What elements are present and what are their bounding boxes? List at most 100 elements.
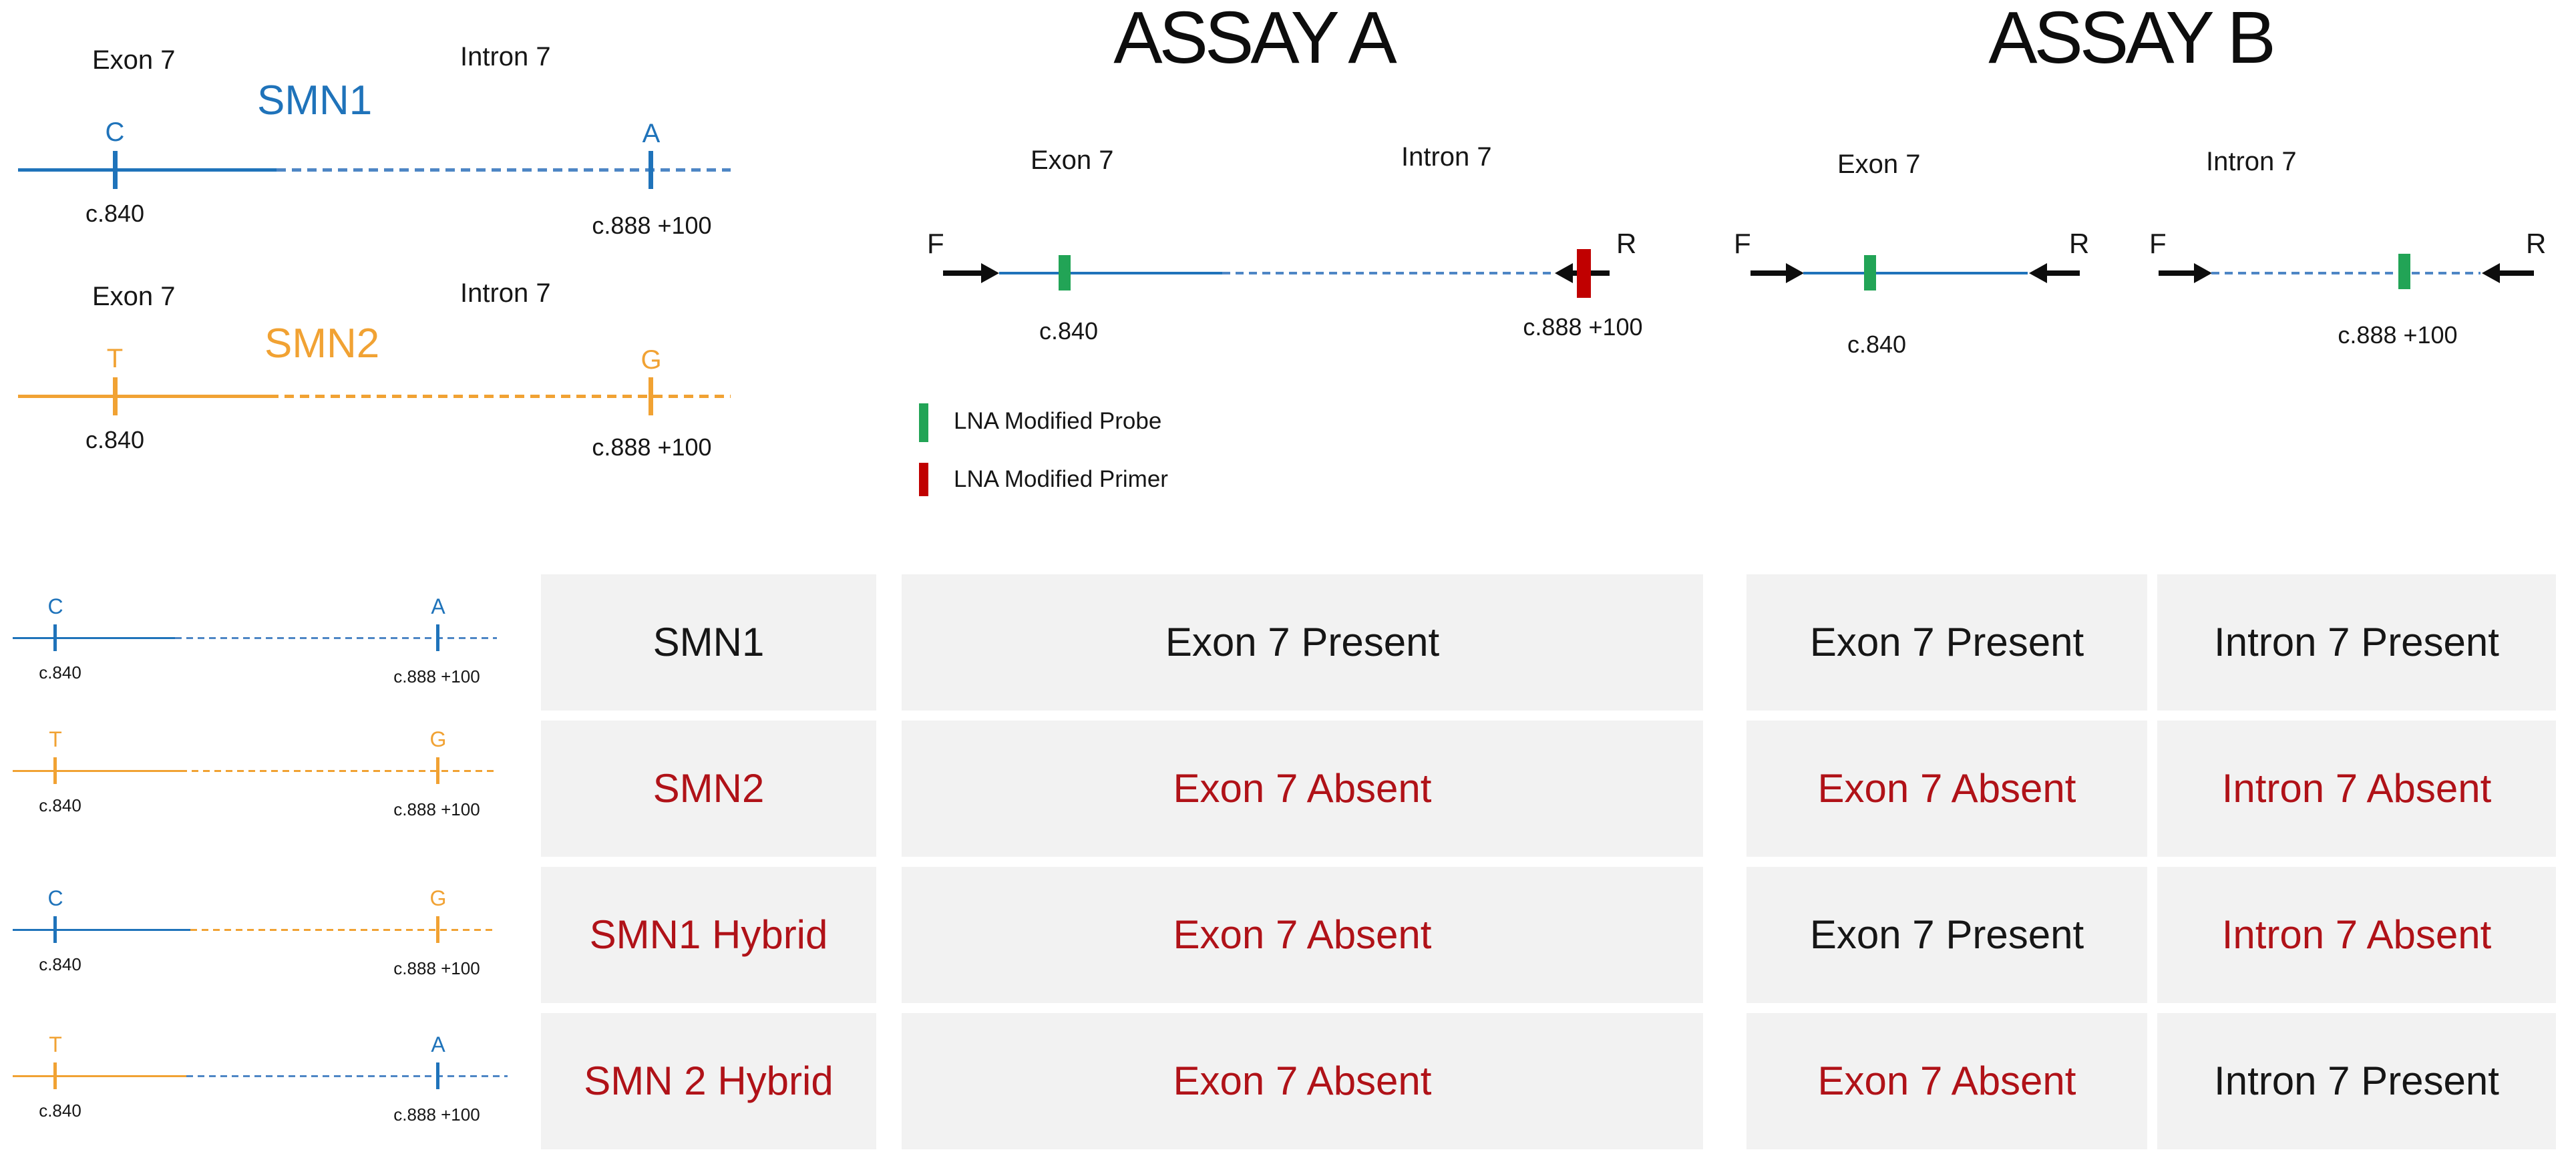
assay-b-title: ASSAY B <box>1988 0 2276 79</box>
assay-b-exon-forward-label: F <box>1734 228 1751 259</box>
mini-smn1-left-position: c.840 <box>39 662 81 682</box>
mini-smn2-hybrid-left-allele: T <box>49 1032 62 1056</box>
assay-a-lna-primer-marker <box>1577 249 1591 298</box>
smn1-c888-tick <box>649 151 653 189</box>
assay-a-left-position-label: c.840 <box>1039 317 1099 345</box>
assay-b-exon-label: Exon 7 <box>1837 150 1921 179</box>
assay-a-reverse-primer-arrow <box>1555 263 1610 283</box>
assay-a-exon-line <box>999 272 1222 274</box>
assay-b-exon-position-label: c.840 <box>1847 331 1907 358</box>
table-row2-assay-b-exon-cell: Exon 7 Absent <box>1746 721 2147 857</box>
mini-smn2-right-position: c.888 +100 <box>393 799 480 819</box>
mini-diagram-smn2: T G c.840 c.888 +100 <box>5 718 526 831</box>
table-row4-assay-a-cell: Exon 7 Absent <box>902 1013 1703 1149</box>
mini-diagram-smn1: C A c.840 c.888 +100 <box>5 585 526 699</box>
assay-a-exon-label: Exon 7 <box>1031 146 1114 175</box>
mini-smn1-hybrid-left-allele: C <box>47 886 63 910</box>
assay-b-intron-probe-marker <box>2398 254 2410 289</box>
table-row2-gene-cell: SMN2 <box>541 721 876 857</box>
assay-a-right-position-label: c.888 +100 <box>1523 313 1643 341</box>
assay-a-forward-label: F <box>927 228 944 259</box>
mini-smn1-right-position: c.888 +100 <box>393 666 480 687</box>
mini-smn1-left-allele: C <box>47 594 63 618</box>
smn2-right-allele: G <box>640 345 662 375</box>
mini-smn2-hybrid-exon-line <box>13 1075 186 1077</box>
smn1-left-allele: C <box>105 118 125 147</box>
assay-a-reverse-label: R <box>1616 228 1637 259</box>
legend-probe-label: LNA Modified Probe <box>954 408 1162 434</box>
table-row3-assay-a-cell: Exon 7 Absent <box>902 867 1703 1003</box>
legend-primer-swatch <box>919 463 928 496</box>
smn2-exon-line <box>18 395 269 398</box>
assay-b-exon-reverse-primer-arrow <box>2029 263 2080 283</box>
mini-smn1-hybrid-exon-line <box>13 929 190 931</box>
mini-diagram-smn1-hybrid: C G c.840 c.888 +100 <box>5 877 526 990</box>
table-row4-assay-b-intron-cell: Intron 7 Present <box>2157 1013 2556 1149</box>
smn1-left-position-label: c.840 <box>85 200 145 227</box>
smn1-intron-label: Intron 7 <box>460 42 551 71</box>
assay-a-intron-label: Intron 7 <box>1401 142 1492 172</box>
mini-smn2-left-position: c.840 <box>39 795 81 815</box>
smn2-gene-name: SMN2 <box>264 321 380 367</box>
assay-b-intron-reverse-label: R <box>2526 228 2547 259</box>
mini-smn2-hybrid-right-tick <box>436 1062 439 1089</box>
legend-primer-label: LNA Modified Primer <box>954 466 1168 492</box>
table-row2-assay-a-cell: Exon 7 Absent <box>902 721 1703 857</box>
mini-smn1-exon-line <box>13 637 175 639</box>
table-row2-assay-b-intron-cell: Intron 7 Absent <box>2157 721 2556 857</box>
assay-b-exon-reverse-label: R <box>2069 228 2090 259</box>
table-row3-assay-b-intron-cell: Intron 7 Absent <box>2157 867 2556 1003</box>
smn1-right-allele: A <box>642 119 661 148</box>
mini-smn2-hybrid-intron-dashed-line <box>186 1075 508 1077</box>
mini-smn2-left-tick <box>53 757 57 784</box>
assay-b-intron-reverse-primer-arrow <box>2482 263 2534 283</box>
table-row4-assay-b-exon-cell: Exon 7 Absent <box>1746 1013 2147 1149</box>
table-row1-assay-b-exon-cell: Exon 7 Present <box>1746 574 2147 711</box>
mini-smn2-hybrid-right-allele: A <box>431 1032 445 1056</box>
mini-smn1-intron-dashed-line <box>175 637 497 639</box>
mini-smn2-hybrid-left-tick <box>53 1062 57 1089</box>
assay-b-exon-line <box>1803 272 2028 274</box>
smn2-left-position-label: c.840 <box>85 426 145 453</box>
smn2-c888-tick <box>649 377 653 415</box>
smn2-intron-dashed-line <box>269 395 731 398</box>
mini-smn2-right-tick <box>436 757 439 784</box>
mini-smn2-exon-line <box>13 770 180 772</box>
assay-b-intron-forward-label: F <box>2149 228 2167 259</box>
smn2-intron-label: Intron 7 <box>460 278 551 308</box>
mini-smn1-hybrid-right-tick <box>436 916 439 943</box>
table-row1-assay-b-intron-cell: Intron 7 Present <box>2157 574 2556 711</box>
assay-b-intron-forward-primer-arrow <box>2159 263 2212 283</box>
table-row3-gene-cell: SMN1 Hybrid <box>541 867 876 1003</box>
assay-b-intron-dashed-line <box>2211 272 2480 274</box>
mini-smn1-right-tick <box>436 624 439 651</box>
table-row1-assay-a-cell: Exon 7 Present <box>902 574 1703 711</box>
smn2-c840-tick <box>113 377 118 415</box>
smn2-left-allele: T <box>106 344 124 373</box>
assay-a-forward-primer-arrow <box>943 263 999 283</box>
mini-smn2-right-allele: G <box>429 727 447 751</box>
smn1-right-position-label: c.888 +100 <box>592 212 712 239</box>
assay-b-intron-label: Intron 7 <box>2206 147 2297 176</box>
smn2-exon-label: Exon 7 <box>92 282 176 311</box>
mini-smn1-left-tick <box>53 624 57 651</box>
smn2-right-position-label: c.888 +100 <box>592 433 712 461</box>
smn1-intron-dashed-line <box>277 168 731 172</box>
table-row3-assay-b-exon-cell: Exon 7 Present <box>1746 867 2147 1003</box>
mini-smn1-hybrid-intron-dashed-line <box>190 929 497 931</box>
mini-smn2-hybrid-left-position: c.840 <box>39 1101 81 1121</box>
smn1-c840-tick <box>113 151 118 189</box>
smn1-exon-line <box>18 168 277 172</box>
mini-diagram-smn2-hybrid: T A c.840 c.888 +100 <box>5 1023 526 1137</box>
assay-a-lna-probe-marker <box>1059 255 1071 290</box>
mini-smn2-hybrid-right-position: c.888 +100 <box>393 1105 480 1125</box>
assay-b-exon-forward-primer-arrow <box>1751 263 1804 283</box>
table-row4-gene-cell: SMN 2 Hybrid <box>541 1013 876 1149</box>
mini-smn1-right-allele: A <box>431 594 445 618</box>
mini-smn2-intron-dashed-line <box>180 770 497 772</box>
table-row1-gene-cell: SMN1 <box>541 574 876 711</box>
smn1-gene-name: SMN1 <box>257 77 373 124</box>
mini-smn2-left-allele: T <box>49 727 62 751</box>
legend-probe-swatch <box>919 403 928 442</box>
